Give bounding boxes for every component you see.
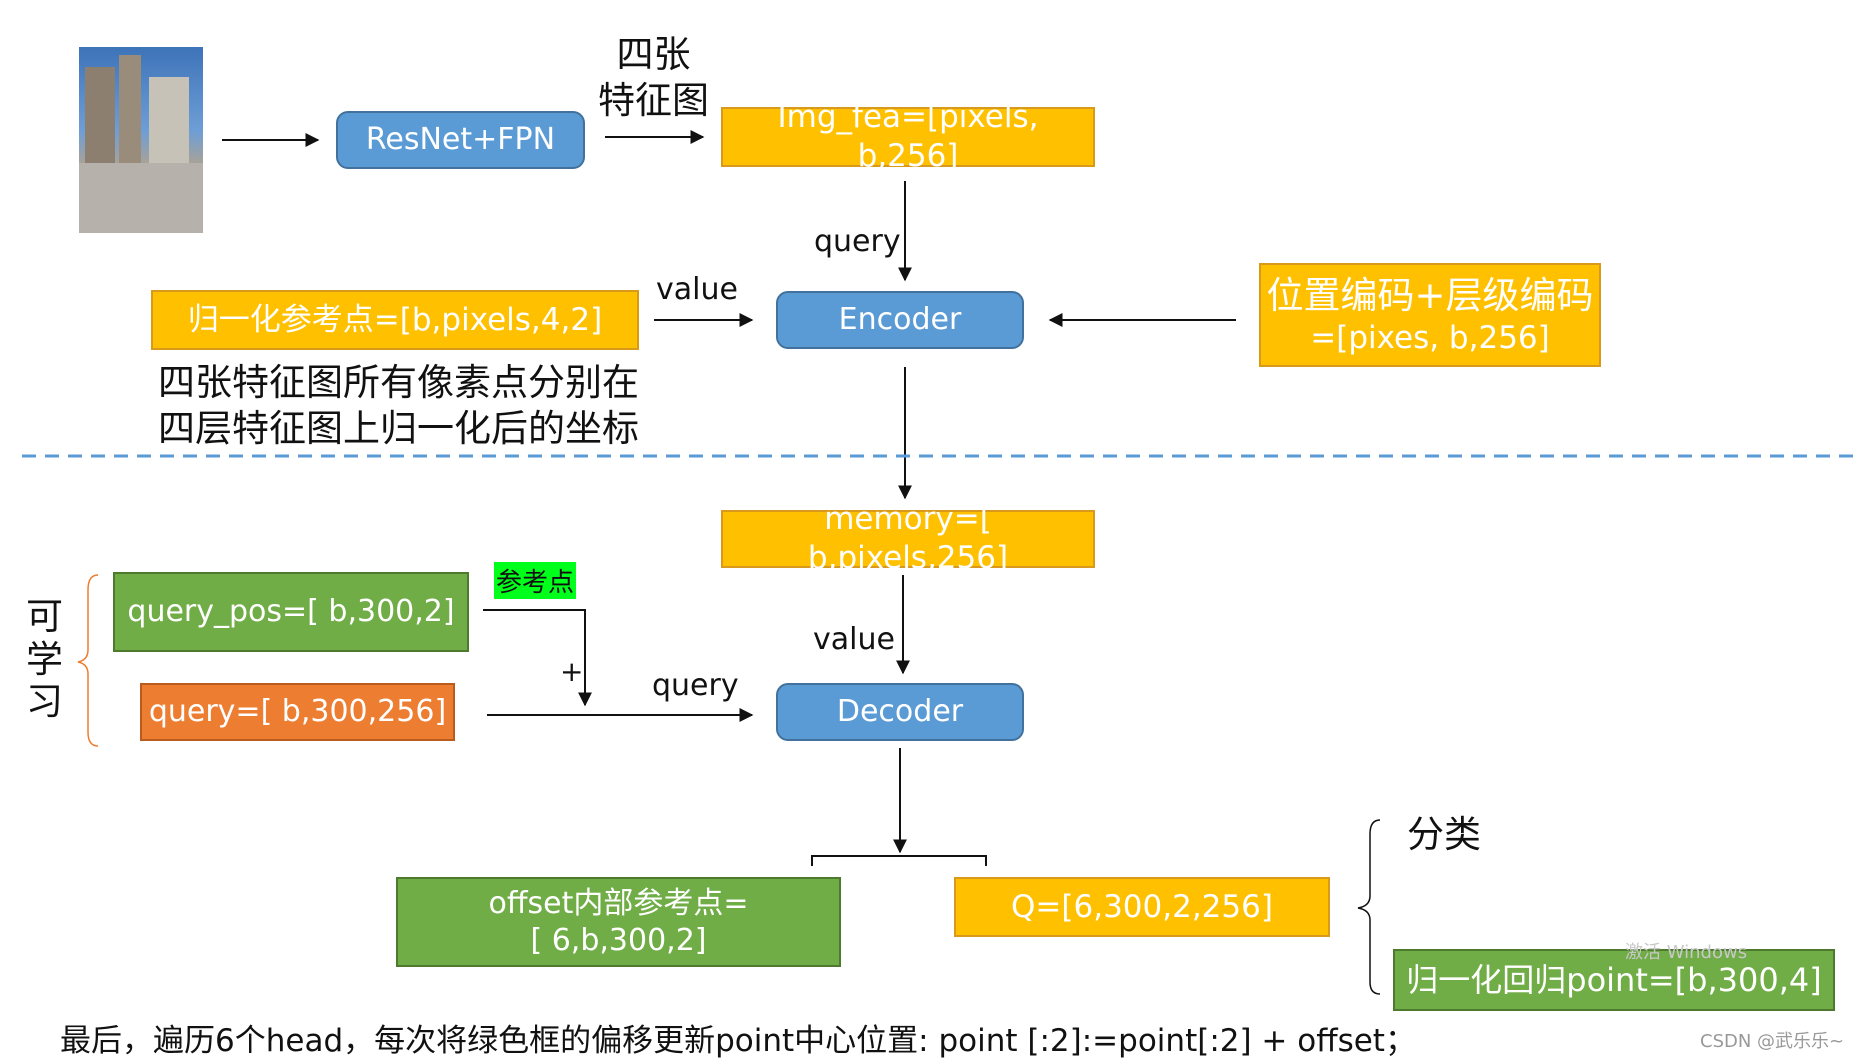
position-encoding-box: 位置编码+层级编码 =[pixes, b,256]: [1259, 263, 1601, 367]
four-maps-label: 四张 特征图: [598, 33, 709, 123]
img-fea-box: Img_fea=[pixels, b,256]: [721, 99, 1095, 174]
decoder-query-label: query: [652, 668, 739, 703]
q-output-brace: [1357, 819, 1381, 995]
position-encoding-shape: =[pixes, b,256]: [1310, 319, 1550, 356]
query-pos-label: query_pos=[ b,300,2]: [127, 594, 455, 630]
regression-label: 归一化回归point=[b,300,4]: [1406, 961, 1822, 999]
encoder-query-label: query: [814, 224, 901, 259]
csdn-watermark: CSDN @武乐乐~: [1700, 1031, 1845, 1052]
offset-box: offset内部参考点= [ 6,b,300,2]: [396, 877, 841, 967]
output-split-bracket: [811, 855, 987, 866]
footer-note: 最后，遍历6个head，每次将绿色框的偏移更新point中心位置: point …: [60, 1023, 1416, 1059]
offset-shape: [ 6,b,300,2]: [530, 923, 707, 958]
q-output-label: Q=[6,300,2,256]: [1011, 888, 1273, 925]
learnable-label: 可 学 习: [26, 595, 63, 724]
activate-windows-watermark: 激活 Windows: [1625, 942, 1748, 963]
decoder-box: Decoder: [776, 683, 1024, 741]
decoder-value-label: value: [813, 622, 895, 657]
query-box: query=[ b,300,256]: [140, 683, 455, 741]
decoder-label: Decoder: [836, 694, 964, 730]
ref-points-tag: 参考点: [494, 562, 577, 599]
learnable-brace: [77, 574, 99, 747]
memory-label: memory=[ b,pixels,256]: [807, 501, 1009, 576]
regression-box: 归一化回归point=[b,300,4]: [1393, 949, 1835, 1011]
classify-label: 分类: [1407, 813, 1481, 856]
img-fea-label: Img_fea=[pixels, b,256]: [777, 99, 1039, 174]
query-pos-box: query_pos=[ b,300,2]: [113, 572, 469, 652]
plus-sign: +: [560, 655, 584, 688]
ref-points-box: 归一化参考点=[b,pixels,4,2]: [151, 290, 639, 350]
input-image: [79, 47, 203, 233]
arrow-querypos-to-join: [483, 609, 592, 707]
resnet-fpn-label: ResNet+FPN: [365, 122, 556, 158]
position-encoding-label: 位置编码+层级编码: [1266, 273, 1594, 317]
encoder-value-label: value: [656, 272, 738, 307]
encoder-box: Encoder: [776, 291, 1024, 349]
resnet-fpn-box: ResNet+FPN: [336, 111, 585, 169]
query-label: query=[ b,300,256]: [148, 694, 447, 730]
memory-box: memory=[ b,pixels,256]: [721, 501, 1095, 576]
q-output-box: Q=[6,300,2,256]: [954, 877, 1330, 937]
ref-points-description: 四张特征图所有像素点分别在 四层特征图上归一化后的坐标: [158, 361, 639, 451]
ref-points-label: 归一化参考点=[b,pixels,4,2]: [187, 301, 603, 338]
offset-label: offset内部参考点=: [488, 885, 749, 921]
encoder-label: Encoder: [838, 302, 962, 338]
